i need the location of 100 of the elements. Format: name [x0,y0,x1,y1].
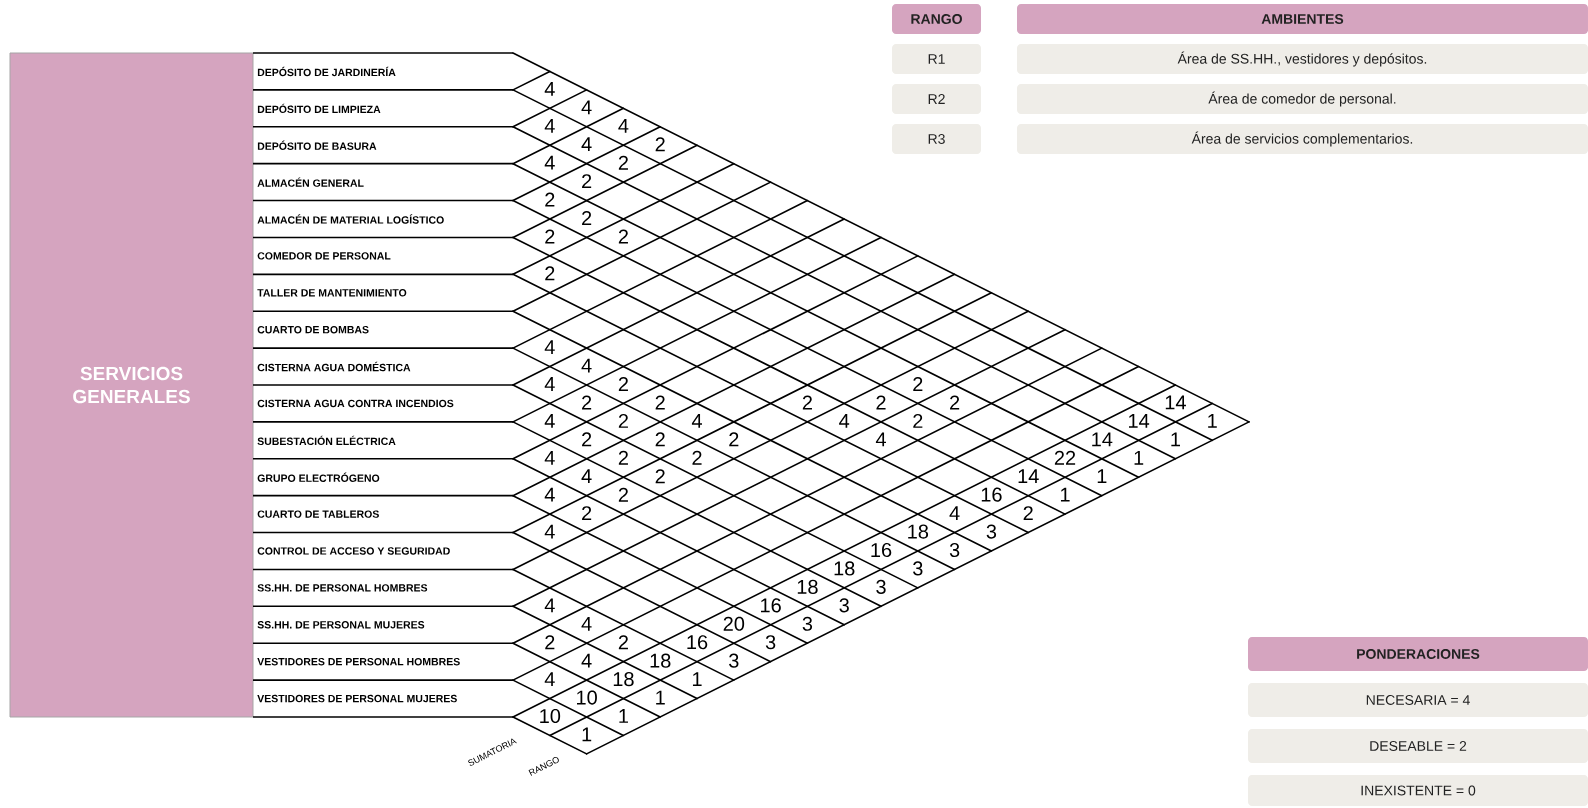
matrix-value: 2 [582,211,592,225]
matrix-value: 2 [950,395,960,410]
matrix-value: 2 [618,487,628,502]
matrix-value: 2 [618,450,628,465]
matrix-value: 3 [802,616,813,631]
matrix-value: 1 [1060,487,1070,502]
matrix-value: 4 [544,377,555,391]
matrix-value: 2 [1023,506,1033,521]
matrix-value: 2 [655,395,665,410]
matrix-value: 2 [655,469,665,484]
row-label-box: VESTIDORES DE PERSONAL MUJERES [252,679,514,718]
matrix-value: 18 [650,653,671,668]
matrix-value: 4 [581,137,592,152]
row-label-box: DEPÓSITO DE JARDINERÍA [252,52,514,77]
matrix-value: 2 [545,192,555,207]
matrix-value: 2 [545,229,555,244]
matrix-value: 2 [692,450,702,465]
matrix-value: 20 [723,616,745,631]
row-label-box: CISTERNA AGUA DOMÉSTICA [252,347,514,372]
matrix-value: 1 [1208,414,1217,428]
table-cell: Área de SS.HH., vestidores y depósitos. [1017,44,1588,74]
matrix-value: 4 [875,432,886,447]
matrix-value: 4 [839,414,850,428]
table-cell: INEXISTENTE = 0 [1248,775,1588,806]
table-cell: NECESARIA = 4 [1248,683,1588,717]
matrix-value: 2 [876,395,886,410]
matrix-value: 1 [1171,432,1180,447]
matrix-value: 4 [581,616,592,631]
matrix-value: 2 [618,377,628,391]
row-label-box: CUARTO DE TABLEROS [252,494,514,518]
header-cell: RANGO [892,4,981,34]
matrix-value: 2 [655,432,665,447]
matrix-value: 2 [913,413,923,428]
matrix-value: 14 [1129,414,1150,428]
matrix-value: 3 [949,542,960,558]
matrix-value: 4 [581,100,592,115]
matrix-value: 4 [544,598,555,613]
matrix-value: 3 [765,635,776,650]
matrix-value: 1 [1134,450,1144,465]
matrix-value: 4 [618,118,629,133]
matrix-value: 1 [692,672,702,686]
matrix-value: 4 [544,672,555,686]
matrix-value: 18 [834,561,855,576]
matrix-value: 22 [1054,450,1076,465]
row-label-box: ALMACÉN GENERAL [252,162,514,187]
matrix-value: 2 [582,174,592,189]
matrix-value: 2 [618,229,628,244]
group-box: SERVICIOS GENERALES [9,52,254,718]
table-cell: R2 [892,84,981,114]
matrix-value: 18 [613,672,634,687]
matrix-value: 2 [545,266,555,281]
matrix-value: 2 [582,432,592,447]
matrix-value: 4 [544,524,555,539]
matrix-value: 16 [981,487,1002,502]
row-label-box: SS.HH. DE PERSONAL MUJERES [252,605,514,629]
matrix-value: 18 [797,579,818,594]
matrix-value: 1 [1097,469,1107,484]
matrix-value: 4 [691,414,702,428]
matrix-value: 1 [619,709,628,723]
matrix-value: 4 [544,450,555,465]
row-label-box: CUARTO DE BOMBAS [252,310,514,334]
table-cell: DESEABLE = 2 [1248,729,1588,763]
row-label-box: COMEDOR DE PERSONAL [252,236,514,260]
matrix-value: 2 [802,395,812,410]
row-label-box: CONTROL DE ACCESO Y SEGURIDAD [252,531,514,555]
matrix-value: 14 [1092,432,1113,447]
matrix-value: 4 [581,653,592,668]
matrix-value: 2 [618,155,628,170]
row-label-box: SUBESTACIÓN ELÉCTRICA [252,421,514,446]
matrix-value: 3 [839,598,849,613]
matrix-value: 2 [729,432,739,447]
matrix-value: 10 [540,708,561,724]
matrix-value: 4 [581,358,592,373]
matrix-value: 4 [544,155,555,170]
header-cell: PONDERACIONES [1248,637,1588,671]
matrix-value: 4 [949,506,960,520]
matrix-value: 18 [908,524,929,539]
table-cell: Área de servicios complementarios. [1017,124,1588,154]
matrix-value: 4 [544,487,555,502]
row-label-box: SS.HH. DE PERSONAL HOMBRES [252,568,514,592]
row-label-box: VESTIDORES DE PERSONAL HOMBRES [252,642,514,666]
matrix-value: 16 [687,635,708,650]
table-cell: R1 [892,44,981,74]
header-cell: AMBIENTES [1017,4,1588,34]
matrix-value: 4 [544,414,555,428]
matrix-value: 10 [577,690,597,705]
matrix-value: 3 [876,579,886,594]
row-label-box: CISTERNA AGUA CONTRA INCENDIOS [252,384,514,408]
matrix-value: 14 [1018,469,1039,484]
matrix-value: 4 [544,118,555,133]
matrix-value: 14 [1165,395,1186,410]
matrix-value: 2 [618,635,628,650]
matrix-value: 3 [986,524,997,539]
matrix-value: 2 [913,377,923,391]
table-cell: Área de comedor de personal. [1017,84,1588,114]
matrix-value: 3 [729,653,739,668]
row-label-box: GRUPO ELECTRÓGENO [252,457,514,482]
matrix-value: 2 [618,413,628,428]
matrix-value: 4 [544,82,555,96]
row-label-box: DEPÓSITO DE LIMPIEZA [252,89,514,114]
